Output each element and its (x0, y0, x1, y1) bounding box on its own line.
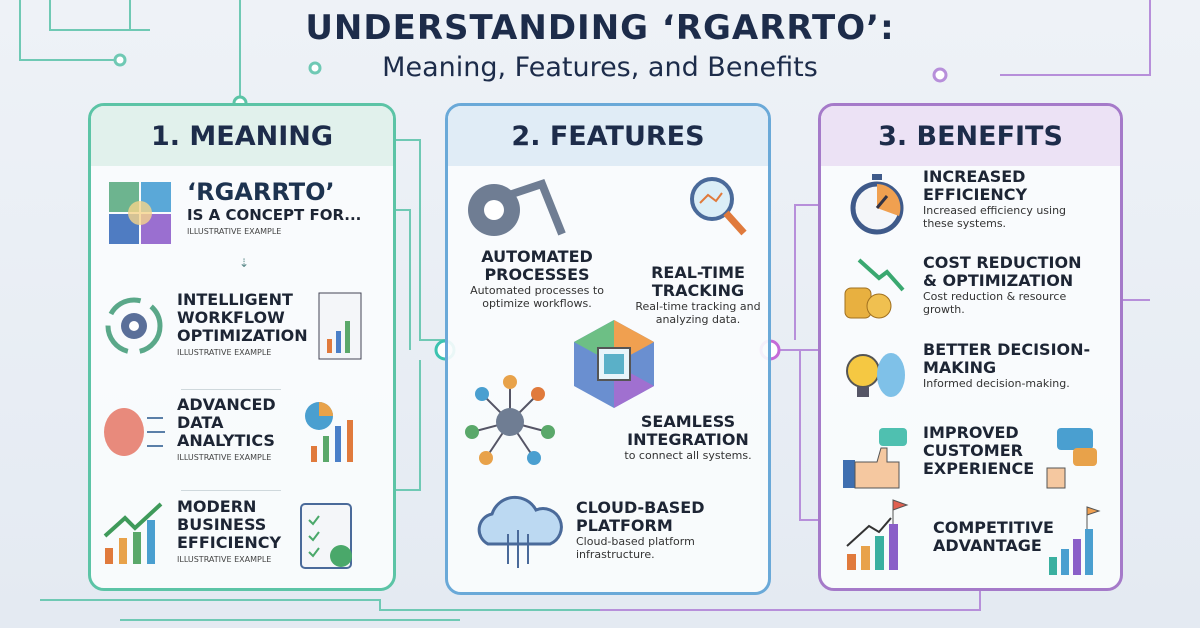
features-heading: 2. FEATURES (448, 106, 768, 166)
bar-chart-flag-icon (1043, 501, 1103, 585)
bar-chart-flag-icon (839, 499, 909, 571)
report-chart-icon (317, 291, 363, 365)
arrow-down-icon: ⇣ (239, 256, 250, 270)
meaning-item-note: ILLUSTRATIVE EXAMPLE (177, 348, 272, 357)
feature-desc: Automated processes to optimize workflow… (470, 284, 604, 310)
benefit-item: COMPETITIVE ADVANTAGE (839, 499, 1103, 585)
meaning-item-title: INTELLIGENT WORKFLOW OPTIMIZATION (177, 290, 308, 345)
meaning-item-note: ILLUSTRATIVE EXAMPLE (177, 555, 272, 564)
feature-title: CLOUD-BASED PLATFORM (576, 498, 705, 535)
growth-chart-icon (99, 498, 169, 568)
benefit-desc: Informed decision-making. (923, 377, 1070, 390)
lightbulb-brain-icon (839, 341, 909, 411)
feature-desc: Real-time tracking and analyzing data. (635, 300, 761, 326)
benefit-title: INCREASED EFFICIENCY (923, 167, 1028, 204)
meaning-item-title: ADVANCED DATA ANALYTICS (177, 395, 276, 450)
analytics-chart-icon (297, 396, 367, 470)
meaning-panel: 1. MEANING ‘RGARRTO’ IS A CONCEPT FOR...… (88, 103, 396, 591)
feature-desc: Cloud-based platform infrastructure. (576, 535, 695, 561)
brain-icon (99, 396, 169, 466)
benefit-title: IMPROVED CUSTOMER EXPERIENCE (923, 423, 1035, 478)
benefit-title: BETTER DECISION-MAKING (923, 340, 1091, 377)
feature-item: CLOUD-BASED PLATFORM Cloud-based platfor… (576, 498, 756, 562)
meaning-item: ADVANCED DATA ANALYTICS ILLUSTRATIVE EXAM… (99, 396, 367, 470)
gear-cycle-icon (99, 291, 169, 361)
magnifier-icon (668, 171, 758, 245)
meaning-item: INTELLIGENT WORKFLOW OPTIMIZATION ILLUSTR… (99, 291, 363, 365)
benefit-desc: Cost reduction & resource growth. (923, 290, 1067, 316)
cloud-icon (468, 494, 568, 578)
meaning-item: MODERN BUSINESS EFFICIENCY ILLUSTRATIVE E… (99, 498, 357, 576)
concept-name: ‘RGARRTO’ (187, 178, 335, 206)
page-title: UNDERSTANDING ‘RGARRTO’: (305, 8, 895, 48)
feature-title: AUTOMATED PROCESSES (481, 247, 593, 284)
chat-thumbs-icon (1043, 424, 1099, 498)
thumbs-up-icon (839, 424, 909, 494)
network-gear-icon (462, 374, 558, 474)
benefit-desc: Increased efficiency using these systems… (923, 204, 1067, 230)
meaning-item-title: MODERN BUSINESS EFFICIENCY (177, 497, 282, 552)
feature-title: SEAMLESS INTEGRATION (627, 412, 749, 449)
feature-item: SEAMLESS INTEGRATION to connect all syst… (608, 412, 768, 463)
stopwatch-icon (839, 168, 909, 238)
clipboard-check-icon (297, 498, 357, 576)
feature-desc: to connect all systems. (624, 449, 752, 462)
feature-item: AUTOMATED PROCESSES Automated processes … (462, 247, 612, 311)
puzzle-icon (105, 178, 175, 248)
benefits-heading: 3. BENEFITS (821, 106, 1120, 166)
page-subtitle: Meaning, Features, and Benefits (382, 52, 818, 83)
robot-arm-gear-icon (462, 174, 572, 248)
coins-icon (839, 254, 909, 324)
benefit-title: COST REDUCTION & OPTIMIZATION (923, 253, 1082, 290)
concept-item: ‘RGARRTO’ IS A CONCEPT FOR... ILLUSTRATI… (105, 178, 361, 248)
feature-title: REAL-TIME TRACKING (651, 263, 745, 300)
meaning-heading: 1. MEANING (91, 106, 393, 166)
concept-note: ILLUSTRATIVE EXAMPLE (187, 227, 282, 236)
features-panel: 2. FEATURES AUTOMATED PROCESSES Automate… (445, 103, 771, 595)
meaning-item-note: ILLUSTRATIVE EXAMPLE (177, 453, 272, 462)
feature-item: REAL-TIME TRACKING Real-time tracking an… (628, 263, 768, 327)
benefit-item: IMPROVED CUSTOMER EXPERIENCE (839, 424, 1099, 498)
hexagon-cube-icon (566, 316, 662, 416)
benefit-title: COMPETITIVE ADVANTAGE (933, 518, 1054, 555)
concept-line: IS A CONCEPT FOR... (187, 206, 362, 224)
